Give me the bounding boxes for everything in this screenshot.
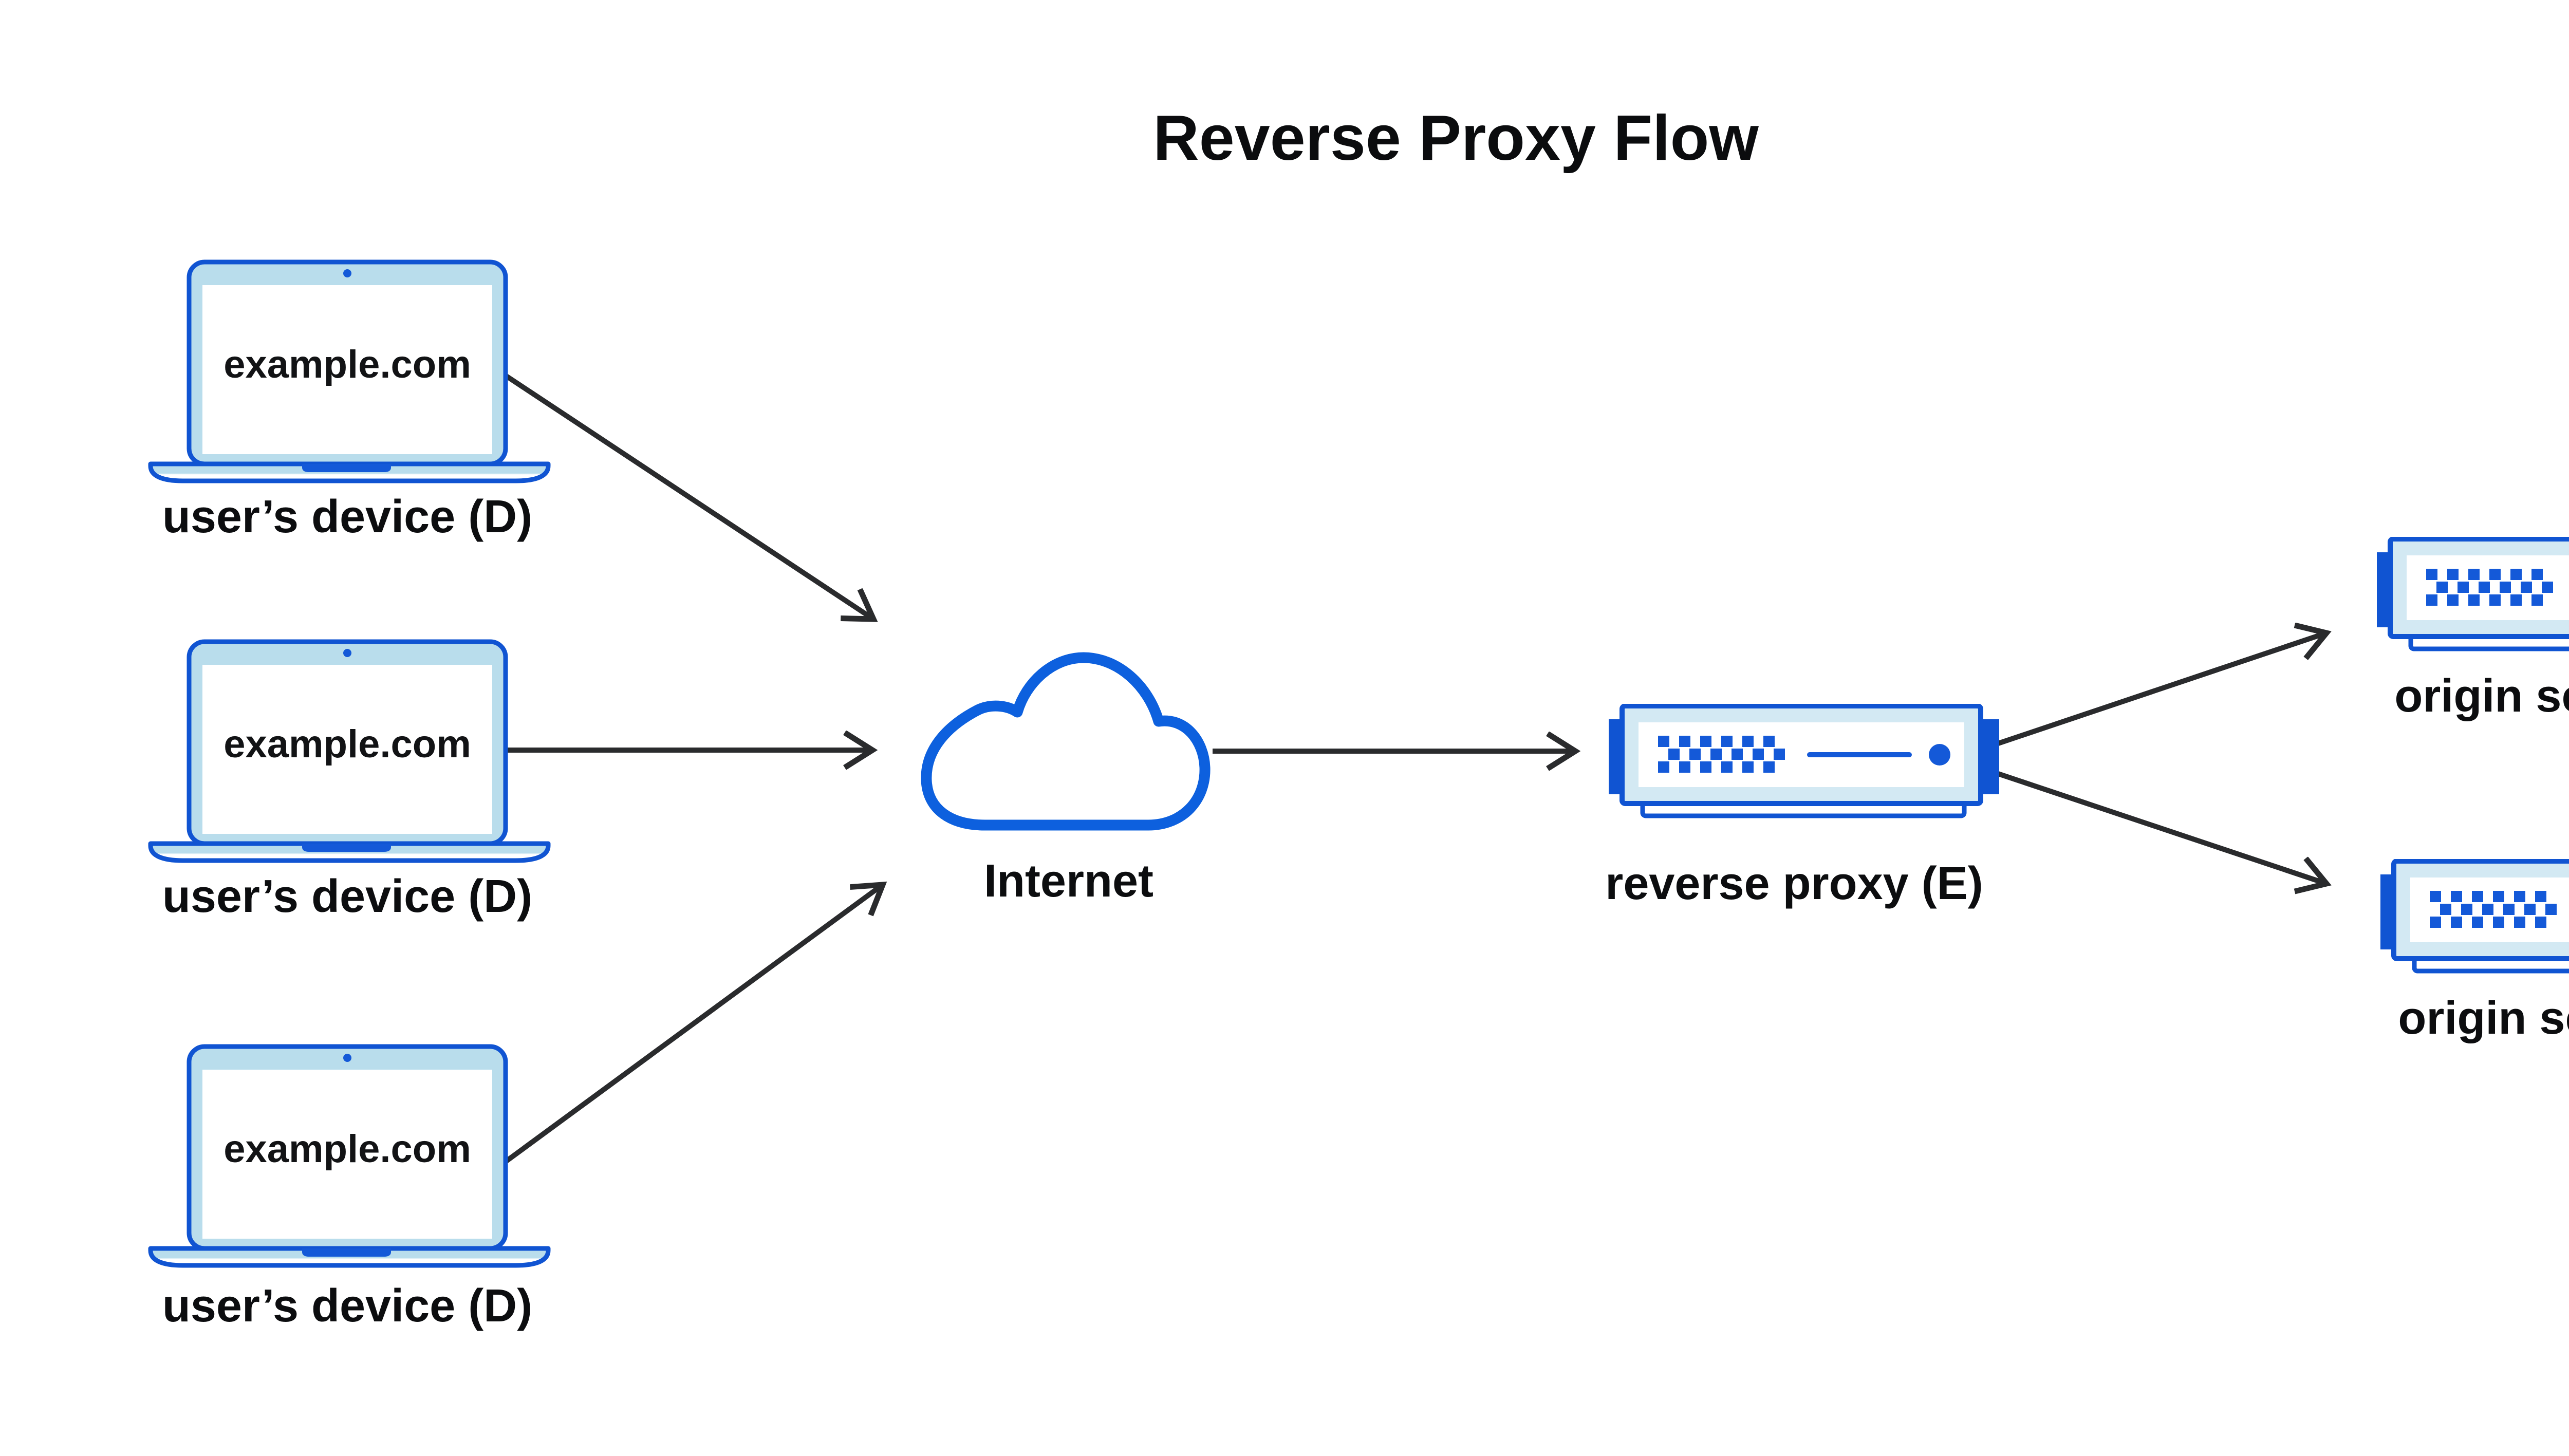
laptop-icon — [148, 1044, 551, 1268]
origin-server-2 — [2380, 859, 2569, 977]
origin-server-1-label: origin server (F) — [2394, 670, 2569, 722]
cloud-icon — [921, 652, 1211, 831]
server-icon — [1609, 704, 1999, 818]
reverse-proxy-label: reverse proxy (E) — [1605, 858, 1983, 909]
device-label-2: user’s device (D) — [162, 871, 533, 922]
device-screen-text: example.com — [224, 343, 471, 386]
server-icon — [2377, 537, 2569, 651]
arrow-proxy-to-origin1 — [1996, 633, 2326, 746]
device-screen-text: example.com — [224, 1127, 471, 1171]
laptop-icon — [148, 639, 551, 863]
device-screen-text: example.com — [224, 722, 471, 766]
device-label-1: user’s device (D) — [162, 491, 533, 543]
user-device-1: example.com — [148, 259, 551, 483]
origin-server-2-label: origin server (F) — [2398, 993, 2569, 1044]
arrow-device1-to-internet — [504, 373, 873, 619]
server-icon — [2380, 859, 2569, 974]
page-title: Reverse Proxy Flow — [1153, 103, 1759, 174]
arrow-proxy-to-origin2 — [1996, 771, 2326, 884]
device-label-3: user’s device (D) — [162, 1280, 533, 1332]
origin-server-1 — [2377, 537, 2569, 655]
user-device-3: example.com — [148, 1044, 551, 1268]
internet-node — [918, 648, 1215, 837]
reverse-proxy-node — [1609, 704, 1999, 822]
internet-label: Internet — [983, 855, 1154, 907]
laptop-icon — [148, 259, 551, 483]
user-device-2: example.com — [148, 639, 551, 863]
arrow-device3-to-internet — [504, 885, 883, 1164]
